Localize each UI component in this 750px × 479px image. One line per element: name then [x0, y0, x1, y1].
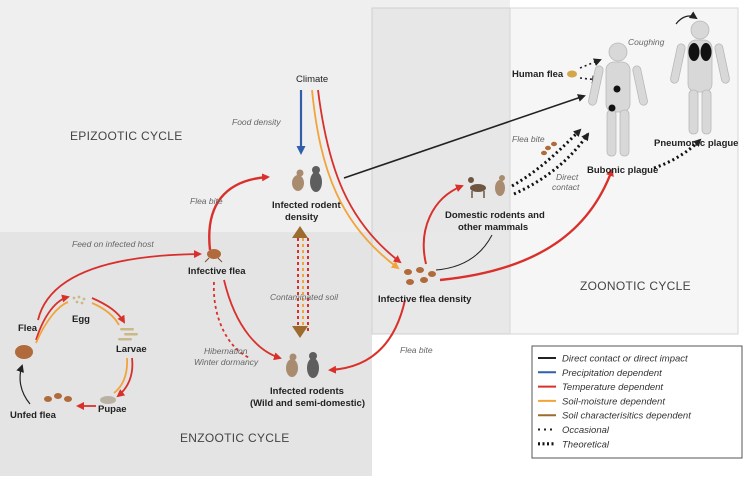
infected-rodent-density-label-2: density	[285, 212, 319, 223]
larvae-icon	[118, 328, 138, 341]
bubo-dot-1	[613, 85, 621, 93]
soil-arrowhead-down	[292, 326, 308, 338]
coughing-arrow	[675, 11, 698, 25]
human-flea-label: Human flea	[512, 69, 564, 80]
soil-arrowhead-up	[292, 226, 308, 238]
food-density-label: Food density	[232, 117, 281, 127]
legend-label-2: Temperature dependent	[562, 382, 663, 393]
legend-label-0: Direct contact or direct impact	[562, 354, 688, 365]
domestic-rodents-label-1: Domestic rodents and	[445, 210, 545, 221]
lung-right-icon	[700, 43, 712, 61]
direct-contact-label-2: contact	[552, 182, 580, 192]
lifecycle-egg-label: Egg	[72, 314, 90, 325]
soil-moisture-arrow	[311, 89, 400, 270]
flea-bite-right-label: Flea bite	[512, 134, 545, 144]
direct-impact-arrow	[343, 94, 586, 179]
legend-label-4: Soil characterisitics dependent	[562, 411, 691, 422]
feed-on-host-label: Feed on infected host	[72, 239, 154, 249]
flea-bite-top-arrow	[208, 173, 270, 251]
bubonic-plague-label: Bubonic plague	[587, 165, 658, 176]
legend-label-3: Soil-moisture dependent	[562, 396, 665, 407]
human-flea-arrow-1	[579, 58, 602, 69]
flea-lifecycle: Flea Egg Larvae Pupae Unfed flea	[10, 294, 147, 421]
lifecycle-pupae-label: Pupae	[98, 404, 127, 415]
lung-left-icon	[688, 43, 700, 61]
lifecycle-larvae-label: Larvae	[116, 344, 147, 355]
infected-rodents-label-2: (Wild and semi-domestic)	[250, 398, 365, 409]
bubo-dot-2	[608, 104, 616, 112]
climate-temperature-arrow	[317, 89, 402, 264]
epizootic-cycle-label: EPIZOOTIC CYCLE	[70, 129, 183, 143]
legend-label-6: Theoretical	[562, 439, 610, 450]
human-flea-icon	[567, 70, 577, 78]
infected-rodents-label-1: Infected rodents	[270, 386, 344, 397]
hibernation-label-1: Hibernation	[204, 346, 248, 356]
domestic-to-density-arrow	[435, 234, 493, 271]
flea-bite-top-label: Flea bite	[190, 196, 223, 206]
legend-label-5: Occasional	[562, 425, 610, 436]
coughing-label: Coughing	[628, 37, 665, 47]
feed-on-host-arrow	[37, 250, 202, 321]
flea-bite-right-icons	[541, 141, 557, 156]
pupae-icon	[100, 396, 116, 404]
lifecycle-unfed-flea-label: Unfed flea	[10, 410, 57, 421]
hibernation-dotted-arrow	[213, 281, 251, 359]
domestic-animal-icons	[468, 175, 505, 198]
climate-label: Climate	[296, 74, 328, 85]
infective-flea-icon	[204, 249, 223, 263]
zoonotic-overlap-panel	[372, 8, 510, 334]
human-figure-bubonic	[588, 42, 648, 157]
density-to-bubonic-arrow	[439, 168, 614, 282]
flea-bite-bottom-label: Flea bite	[400, 345, 433, 355]
hibernation-label-2: Winter dormancy	[194, 357, 259, 367]
rodent-icons-top	[292, 166, 322, 192]
infected-rodent-density-label-1: Infected rodent	[272, 200, 341, 211]
legend-box	[531, 345, 743, 459]
pneumonic-plague-label: Pneumonic plague	[654, 138, 738, 149]
infective-flea-density-label: Infective flea density	[378, 294, 472, 305]
direct-contact-label-1: Direct	[556, 172, 579, 182]
flea-to-rodents-arrow	[223, 279, 282, 361]
domestic-to-human-theoretical-2	[513, 132, 590, 196]
human-figure-pneumonic	[670, 20, 730, 135]
flea-bite-bottom-arrow	[328, 299, 406, 374]
domestic-rodents-label-2: other mammals	[458, 222, 528, 233]
legend-label-1: Precipitation dependent	[562, 368, 662, 379]
rodent-icons-bottom	[286, 352, 319, 378]
enzootic-cycle-label: ENZOOTIC CYCLE	[180, 431, 290, 445]
domestic-to-human-theoretical-1	[511, 128, 582, 188]
contaminated-soil-label: Contaminated soil	[270, 292, 339, 302]
unfed-flea-icons	[44, 393, 72, 402]
lifecycle-flea-label: Flea	[18, 323, 38, 334]
egg-icon	[72, 295, 86, 305]
flea-density-icons	[404, 267, 436, 285]
infective-flea-label: Infective flea	[188, 266, 246, 277]
density-to-domestic-arrow	[422, 184, 464, 265]
adult-flea-icon	[15, 345, 33, 359]
legend: Direct contact or direct impactPrecipita…	[531, 345, 743, 459]
zoonotic-cycle-label: ZOONOTIC CYCLE	[580, 279, 691, 293]
